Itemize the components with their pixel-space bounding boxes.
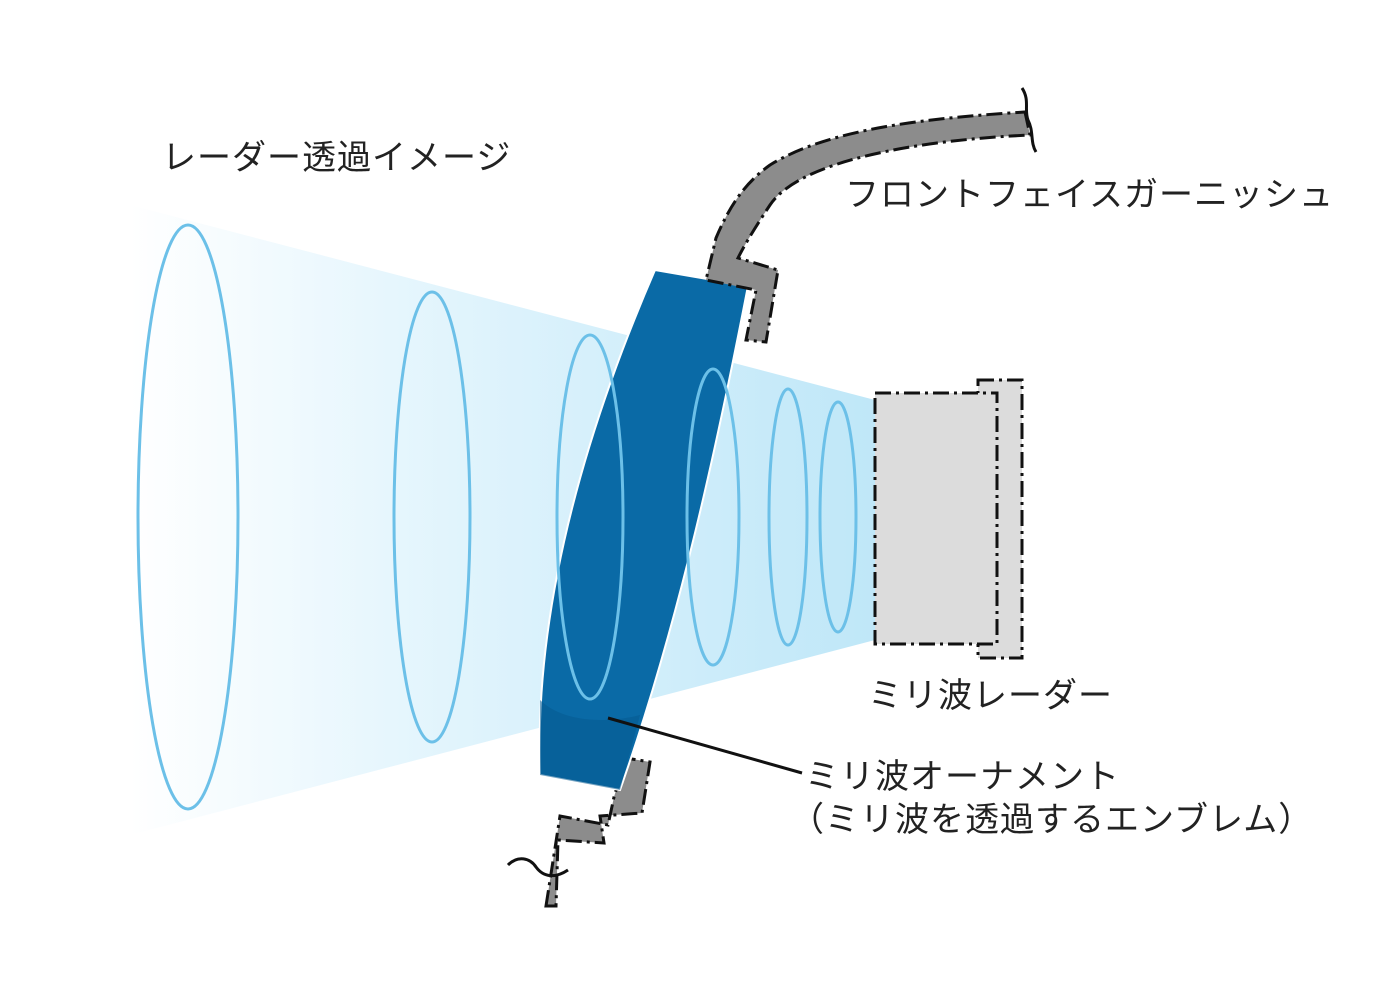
garnish-top-break-mark [1020, 87, 1038, 153]
label-front-face-garnish: フロントフェイスガーニッシュ [845, 175, 1334, 215]
beam-ring-4 [685, 367, 741, 667]
ornament-leader-line [607, 716, 803, 775]
beam-rings-left [136, 223, 472, 811]
garnish-bottom-break-mark [506, 857, 569, 878]
label-radar-image: レーダー透過イメージ [162, 138, 512, 178]
beam-ring-2 [392, 290, 472, 744]
beam-ring-1 [136, 223, 240, 811]
label-mmwave-ornament-note: （ミリ波を透過するエンブレム） [790, 800, 1314, 840]
mmwave-radar-unit [873, 391, 999, 646]
beam-rings-right [555, 333, 858, 701]
beam-ring-3 [555, 333, 625, 701]
front-face-garnish-top [704, 110, 1032, 344]
front-face-garnish-bottom [544, 756, 652, 908]
label-mmwave-radar: ミリ波レーダー [868, 676, 1113, 716]
beam-ring-6 [818, 400, 858, 634]
beam-ring-5 [767, 387, 809, 647]
label-mmwave-ornament: ミリ波オーナメント [805, 757, 1120, 797]
mmwave-ornament-shade [540, 700, 640, 790]
